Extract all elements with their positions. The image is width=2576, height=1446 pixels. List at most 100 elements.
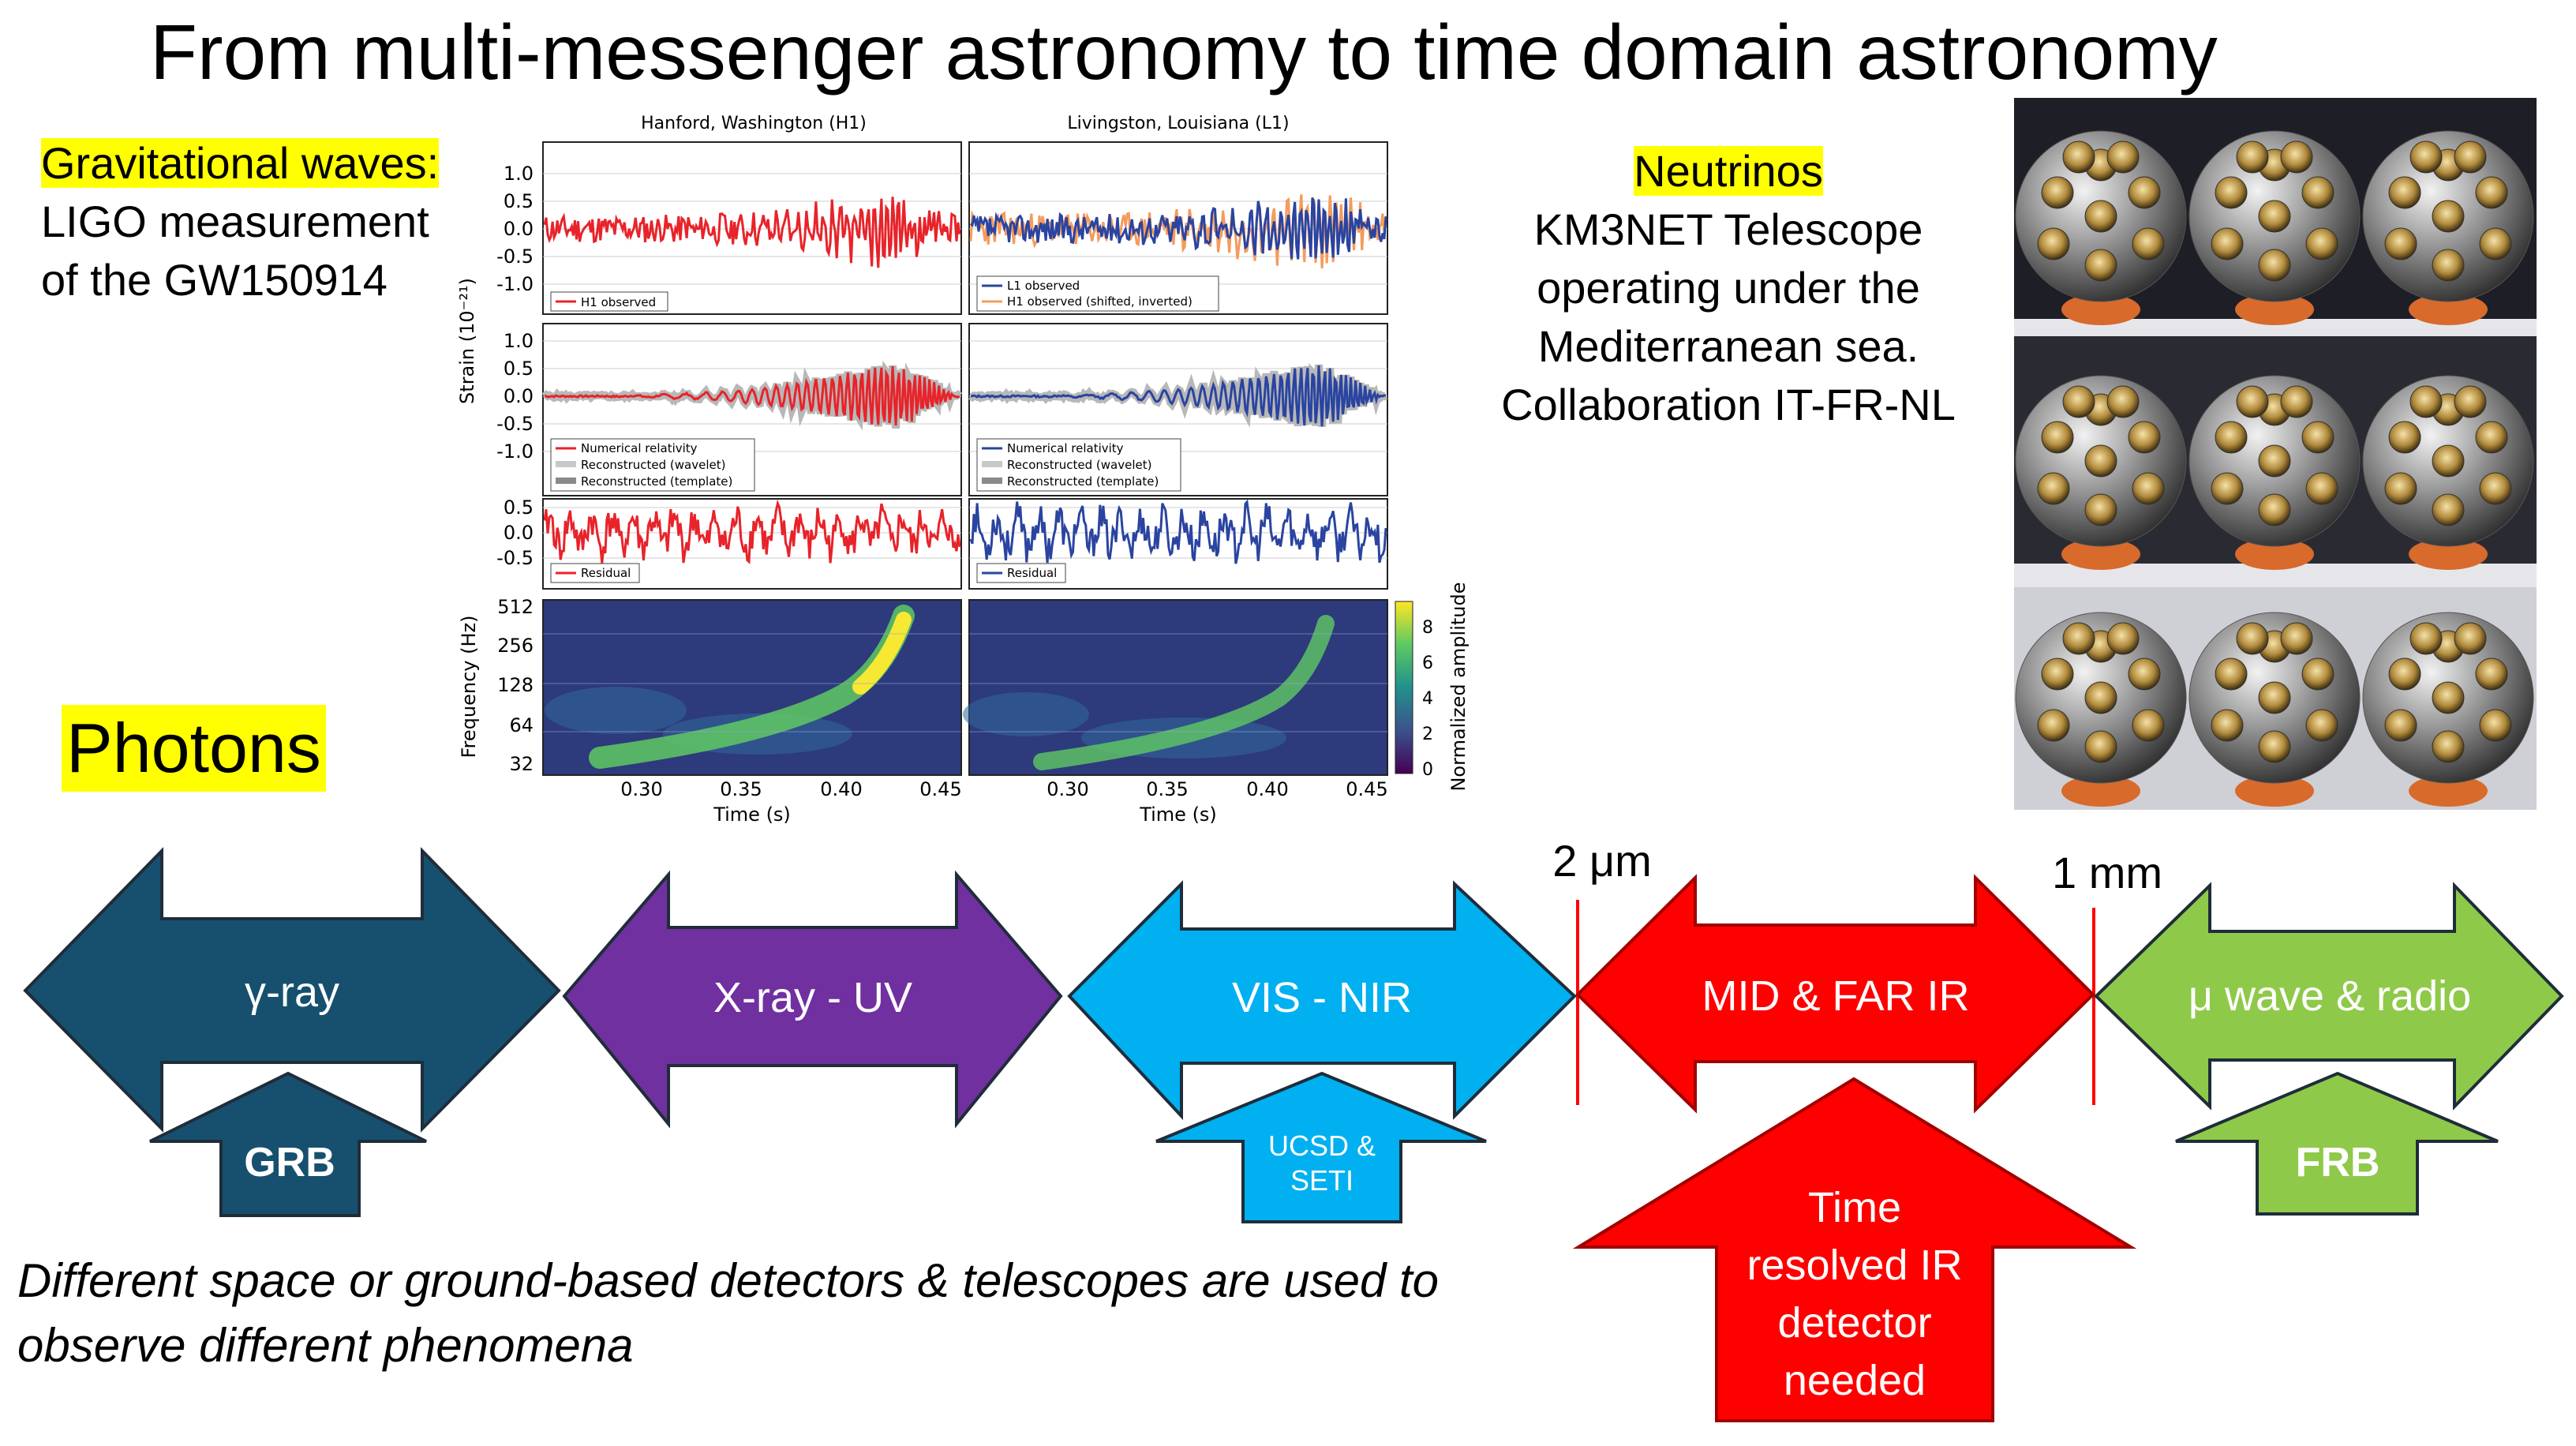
legend-residual: Residual [1007, 566, 1057, 580]
h1-residual-trace [543, 499, 961, 564]
l1-residual-trace [969, 499, 1387, 564]
optical-module [2188, 375, 2361, 570]
optical-module [2015, 375, 2187, 570]
x-tick: 0.30 [620, 778, 662, 800]
photons-label: Photons [62, 705, 326, 792]
up-arrow-label-ucsd: UCSD & [1268, 1129, 1376, 1162]
nu-line-3: Mediterranean sea. [1537, 321, 1919, 371]
marker-label-2um: 2 μm [1552, 836, 1652, 886]
colorbar-tick: 6 [1422, 654, 1433, 673]
band-mid-far-ir [1575, 874, 2095, 1114]
gw-line-2: of the GW150914 [41, 255, 388, 305]
x-tick: 0.35 [1146, 778, 1188, 800]
x-tick: 0.45 [1346, 778, 1387, 800]
optical-module [2188, 612, 2361, 807]
band-label-vis-nir: VIS - NIR [1232, 974, 1412, 1021]
strain-tick: 1.0 [504, 163, 534, 185]
x-tick: 0.45 [919, 778, 961, 800]
up-arrow-time-resolved-ir [1572, 1077, 2137, 1422]
freq-tick: 32 [509, 753, 534, 775]
nu-line-2: operating under the [1537, 263, 1920, 313]
band-vis-nir [1067, 880, 1577, 1121]
freq-tick: 256 [497, 635, 534, 657]
band-microwave-radio [2094, 882, 2564, 1111]
x-tick: 0.40 [820, 778, 862, 800]
legend-residual: Residual [581, 566, 631, 580]
up-arrow-label-grb: GRB [244, 1140, 335, 1186]
l1-column-title: Livingston, Louisiana (L1) [1067, 114, 1289, 133]
band-label-xray-uv: X-ray - UV [713, 974, 912, 1021]
gravitational-waves-heading: Gravitational waves: [41, 138, 440, 188]
l1-numerical-relativity-trace [970, 365, 1387, 427]
h1-observed-trace [543, 197, 961, 268]
x-tick: 0.35 [720, 778, 762, 800]
band-label-microwave-radio: μ wave & radio [2188, 972, 2471, 1020]
legend-h1-shifted: H1 observed (shifted, inverted) [1007, 294, 1193, 309]
up-arrow-label-detector: detector [1777, 1299, 1931, 1347]
l1-observed-trace [970, 197, 1387, 260]
frequency-axis-label: Frequency (Hz) [458, 616, 480, 759]
residual-tick: -0.5 [496, 547, 534, 569]
colorbar [1395, 601, 1413, 774]
optical-module [2188, 130, 2361, 325]
strain-tick: -0.5 [496, 413, 534, 435]
band-xray-uv [562, 870, 1063, 1129]
legend-numerical-relativity: Numerical relativity [1007, 441, 1124, 455]
up-arrow-frb [2175, 1071, 2499, 1216]
up-arrow-label-frb: FRB [2296, 1140, 2380, 1186]
legend-h1-observed: H1 observed [581, 295, 656, 309]
neutrinos-heading: Neutrinos [1634, 146, 1823, 196]
footnote: Different space or ground-based detector… [17, 1249, 1439, 1378]
legend-reconstructed-template: Reconstructed (template) [581, 474, 732, 489]
h1-chirp-peak [852, 612, 912, 695]
colorbar-tick: 8 [1422, 618, 1433, 638]
up-arrow-label-seti: SETI [1290, 1164, 1354, 1197]
optical-module [2015, 130, 2187, 325]
strain-axis-label: Strain (10⁻²¹) [456, 278, 478, 404]
marker-label-1mm: 1 mm [2052, 848, 2162, 897]
footnote-line-1: Different space or ground-based detector… [17, 1254, 1440, 1307]
strain-tick: 0.5 [504, 358, 534, 380]
legend-reconstructed-wavelet: Reconstructed (wavelet) [1007, 458, 1151, 472]
residual-tick: 0.0 [504, 522, 534, 544]
km3net-modules-photo [2014, 98, 2537, 810]
h1-numerical-relativity-trace [544, 365, 960, 425]
freq-tick: 512 [497, 596, 534, 618]
x-tick: 0.40 [1246, 778, 1288, 800]
colorbar-tick: 2 [1422, 725, 1433, 744]
optical-module [2362, 130, 2534, 325]
strain-tick: 1.0 [504, 330, 534, 352]
page-title: From multi-messenger astronomy to time d… [150, 9, 2218, 96]
up-arrow-ucsd-seti [1155, 1071, 1487, 1223]
optical-module [2015, 612, 2187, 807]
up-arrow-label-time: Time [1808, 1184, 1901, 1231]
up-arrow-grb [149, 1071, 427, 1217]
gw-line-1: LIGO measurement [41, 197, 429, 246]
strain-tick: 0.0 [504, 385, 534, 407]
optical-module [2362, 375, 2534, 570]
strain-tick: -1.0 [496, 440, 534, 463]
freq-tick: 128 [497, 674, 534, 696]
x-tick: 0.30 [1046, 778, 1088, 800]
band-label-mid-far-ir: MID & FAR IR [1702, 972, 1969, 1020]
colorbar-label: Normalized amplitude [1447, 582, 1470, 791]
residual-tick: 0.5 [504, 496, 534, 519]
colorbar-tick: 0 [1422, 760, 1433, 780]
strain-tick: 0.0 [504, 218, 534, 240]
x-axis-label: Time (s) [1139, 804, 1217, 826]
up-arrow-label-needed: needed [1784, 1357, 1926, 1404]
neutrinos-caption: Neutrinos KM3NET Telescope operating und… [1484, 142, 1973, 434]
band-gamma-ray [23, 847, 561, 1133]
band-label-gamma-ray: γ-ray [245, 968, 339, 1016]
freq-tick: 64 [509, 714, 534, 736]
nu-line-1: KM3NET Telescope [1533, 204, 1923, 254]
strain-tick: 0.5 [504, 190, 534, 212]
optical-module [2362, 612, 2534, 807]
h1-column-title: Hanford, Washington (H1) [641, 114, 867, 133]
legend-numerical-relativity: Numerical relativity [581, 441, 698, 455]
nu-line-4: Collaboration IT-FR-NL [1501, 380, 1956, 429]
legend-reconstructed-template: Reconstructed (template) [1007, 474, 1159, 489]
legend-reconstructed-wavelet: Reconstructed (wavelet) [581, 458, 725, 472]
up-arrow-label-resolved-ir: resolved IR [1747, 1242, 1962, 1289]
